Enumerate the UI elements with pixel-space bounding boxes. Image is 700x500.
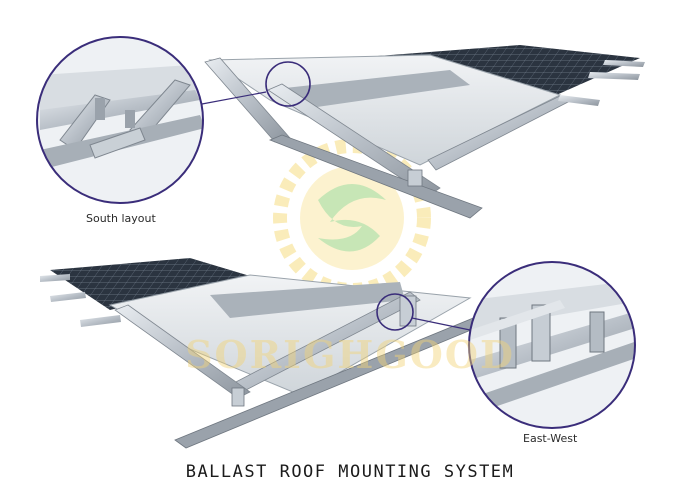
east-west-zoom-callout	[468, 261, 636, 429]
main-rail	[267, 83, 441, 197]
page-title: BALLAST ROOF MOUNTING SYSTEM	[185, 462, 515, 482]
east-west-detail-marker	[376, 293, 414, 331]
south-layout-zoom-callout	[36, 36, 204, 204]
south-layout-assembly	[204, 45, 645, 219]
watermark-text: SORIGHGOOD	[185, 332, 515, 377]
ballast-tray-ew	[210, 282, 405, 318]
ballast-tray	[285, 70, 470, 108]
east-west-assembly	[40, 258, 501, 449]
base-channel	[268, 134, 483, 219]
east-west-caption: East-West	[523, 432, 578, 445]
south-detail-marker	[265, 61, 311, 107]
south-layout-caption: South layout	[86, 212, 156, 225]
watermark-sun-icon	[273, 139, 431, 297]
solar-panel-array-ew	[50, 258, 250, 310]
